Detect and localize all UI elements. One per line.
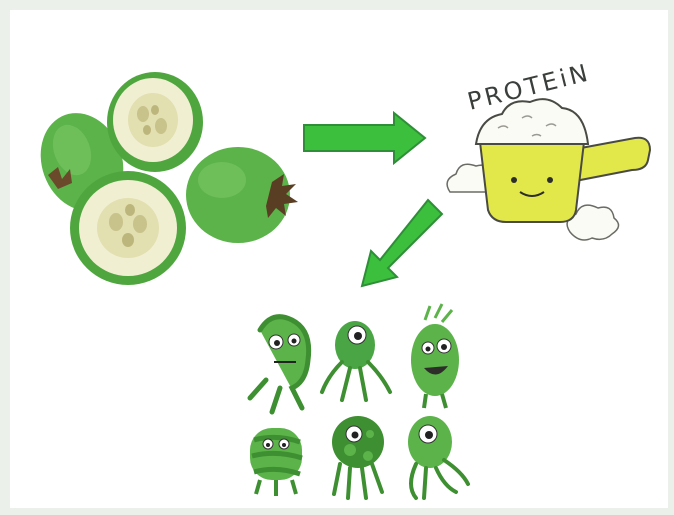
feijoa-fruit-icon (27, 72, 298, 285)
microbe-2 (322, 321, 390, 400)
microbe-group-icon (250, 304, 468, 498)
cut-fruit-top (107, 72, 203, 172)
diagram-canvas: PROTEiN (10, 10, 668, 508)
microbe-1 (250, 317, 309, 412)
arrow-down-left-icon (362, 200, 442, 286)
whole-fruit-right (186, 147, 298, 243)
protein-scoop-icon: PROTEiN (447, 58, 650, 240)
diagram-svg: PROTEiN (10, 10, 668, 508)
cut-fruit-front (70, 171, 186, 285)
microbe-4 (250, 428, 302, 496)
microbe-6 (408, 416, 468, 498)
microbe-3 (411, 304, 459, 408)
microbe-5 (332, 416, 384, 498)
arrow-right-icon (304, 113, 425, 163)
